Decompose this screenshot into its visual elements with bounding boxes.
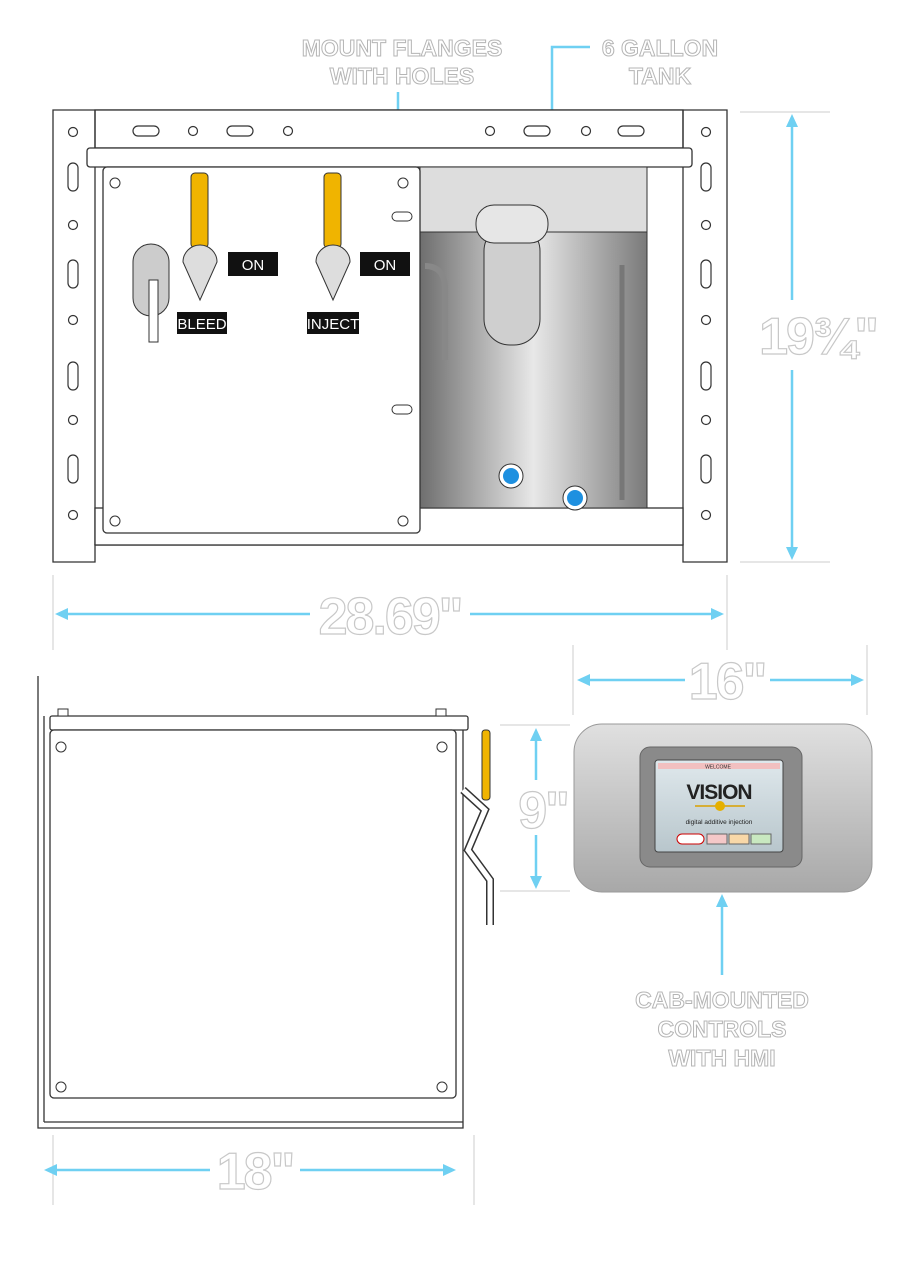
svg-text:ON: ON — [374, 257, 397, 274]
hmi-control-unit: WELCOME VISION digital additive injectio… — [573, 723, 873, 893]
hmi-button[interactable] — [728, 833, 750, 845]
svg-text:CONTROLS: CONTROLS — [657, 1016, 786, 1042]
inject-valve: ON INJECT — [307, 172, 410, 334]
svg-text:MOUNT FLANGES: MOUNT FLANGES — [302, 35, 503, 61]
side-view-enclosure — [37, 676, 494, 1129]
dimension-width: 28.69" — [52, 575, 728, 650]
svg-text:WITH HOLES: WITH HOLES — [330, 63, 474, 89]
svg-text:WITH HMI: WITH HMI — [668, 1045, 775, 1071]
svg-text:TANK: TANK — [629, 63, 692, 89]
valve-handle — [323, 172, 342, 249]
hmi-button[interactable] — [676, 833, 705, 845]
hmi-button[interactable] — [750, 833, 772, 845]
svg-text:CAB-MOUNTED: CAB-MOUNTED — [635, 987, 809, 1013]
valve-handle — [190, 172, 209, 249]
svg-text:16": 16" — [689, 653, 766, 711]
control-panel-door — [102, 166, 421, 534]
dimension-depth: 18" — [44, 1135, 475, 1205]
svg-text:BLEED: BLEED — [177, 316, 226, 333]
bleed-valve: ON BLEED — [177, 172, 278, 334]
svg-text:28.69": 28.69" — [319, 588, 462, 646]
top-view-enclosure: ON BLEED ON INJECT — [52, 109, 728, 563]
dimension-hmi-width: 16" — [572, 645, 868, 715]
dimension-hmi-height: 9" — [500, 724, 570, 892]
callout-tank: 6 GALLON TANK — [546, 35, 719, 216]
tank-port — [503, 468, 519, 484]
dimension-height: 19¾" — [740, 111, 880, 563]
svg-text:18": 18" — [217, 1143, 294, 1201]
svg-text:19¾": 19¾" — [759, 308, 877, 366]
svg-text:ON: ON — [242, 257, 265, 274]
svg-text:digital additive injection: digital additive injection — [686, 819, 753, 826]
svg-text:INJECT: INJECT — [307, 316, 360, 333]
svg-text:6 GALLON: 6 GALLON — [602, 35, 718, 61]
callout-cab-controls: CAB-MOUNTED CONTROLS WITH HMI — [635, 894, 809, 1072]
hmi-brand-logo: VISION — [686, 781, 751, 804]
tank-port — [567, 490, 583, 506]
svg-text:WELCOME: WELCOME — [705, 765, 732, 771]
svg-text:9": 9" — [518, 782, 568, 840]
hmi-button[interactable] — [706, 833, 728, 845]
